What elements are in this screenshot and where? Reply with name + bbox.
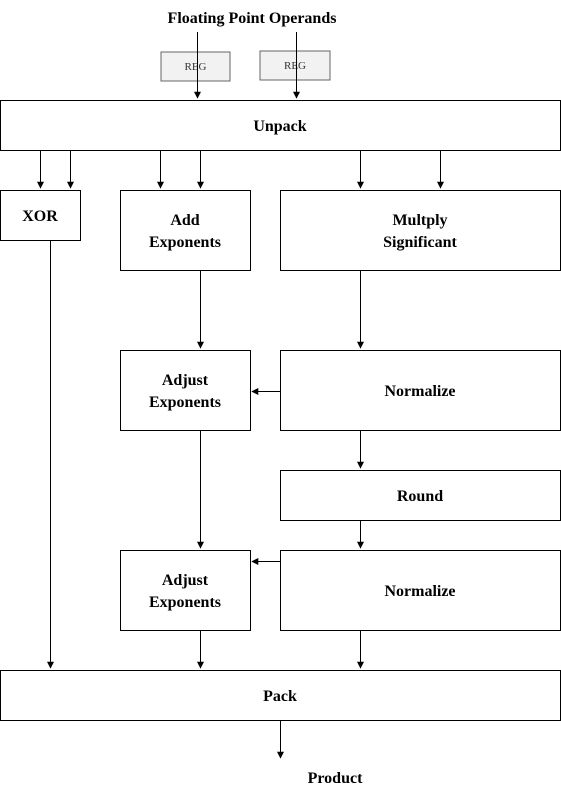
multiply-significant-label-line1: Multply: [392, 212, 447, 229]
xor-box: XOR: [0, 190, 81, 241]
reg-box-2-label: REG: [284, 60, 306, 72]
add-exponents-label-line1: Add: [170, 212, 199, 229]
adjust-exponents-box-1: Adjust Exponents: [120, 350, 251, 431]
normalize-2-label: Normalize: [384, 583, 455, 600]
xor-label: XOR: [22, 208, 58, 225]
normalize-1-label: Normalize: [384, 383, 455, 400]
pack-label: Pack: [263, 688, 297, 705]
add-exponents-label-line2: Exponents: [149, 234, 221, 251]
round-label: Round: [397, 488, 443, 505]
normalize-box-2: Normalize: [280, 550, 561, 631]
round-box: Round: [280, 470, 561, 521]
add-exponents-box: Add Exponents: [120, 190, 251, 271]
multiply-significant-box: Multply Significant: [280, 190, 561, 271]
product-label: Product: [308, 770, 363, 787]
edges: [37, 32, 444, 759]
unpack-box: Unpack: [0, 100, 561, 151]
adjust-exponents-2-label-line1: Adjust: [162, 572, 209, 589]
adjust-exponents-2-label-line2: Exponents: [149, 594, 221, 611]
diagram-title: Floating Point Operands: [168, 10, 337, 27]
adjust-exponents-box-2: Adjust Exponents: [120, 550, 251, 631]
reg-box-2: REG: [259, 50, 331, 81]
reg-box-1: REG: [160, 51, 231, 82]
adjust-exponents-1-label-line2: Exponents: [149, 394, 221, 411]
reg-box-1-label: REG: [185, 61, 207, 73]
pack-box: Pack: [0, 670, 561, 721]
multiply-significant-label-line2: Significant: [383, 234, 457, 251]
adjust-exponents-1-label-line1: Adjust: [162, 372, 209, 389]
normalize-box-1: Normalize: [280, 350, 561, 431]
unpack-label: Unpack: [253, 118, 306, 135]
